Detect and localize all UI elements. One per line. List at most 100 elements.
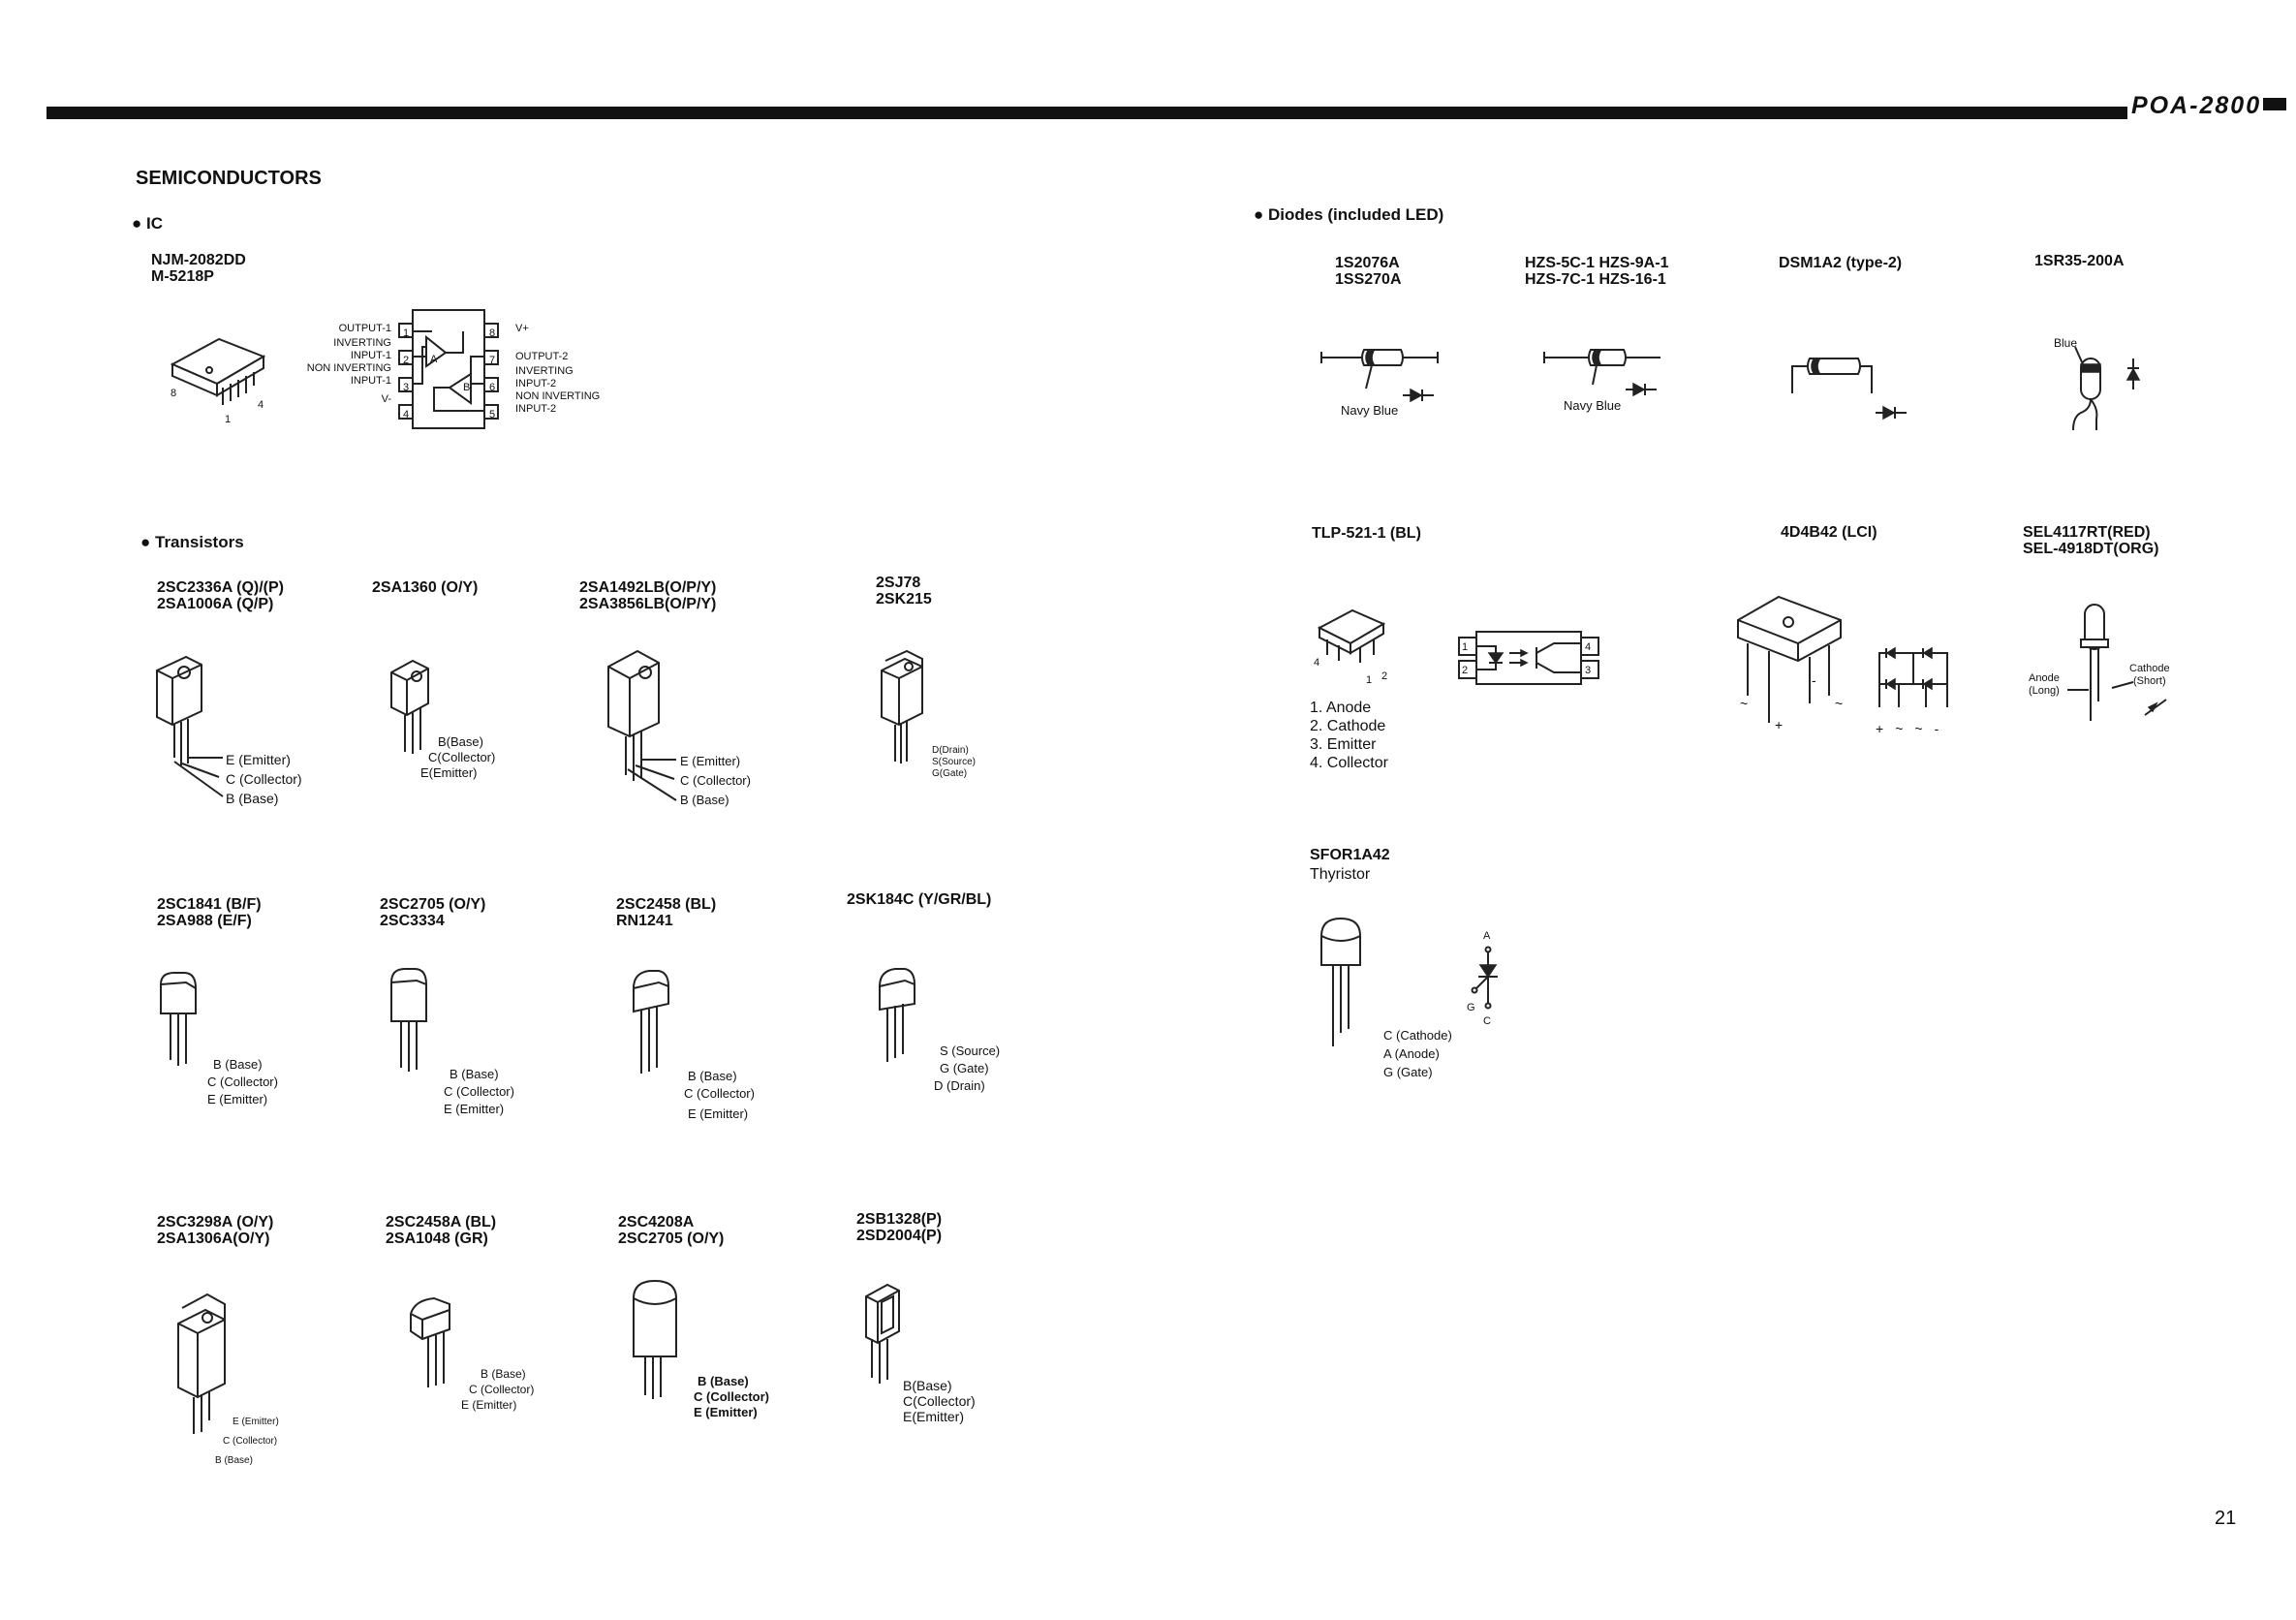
part-number: 2SC2336A (Q)/(P) <box>157 579 284 596</box>
part-number: SEL4117RT(RED) <box>2023 524 2151 541</box>
to92l-package-drawing <box>403 1294 490 1420</box>
diode-parts: DSM1A2 (type-2) <box>1779 255 1902 271</box>
diode-parts: 1S2076A 1SS270A <box>1335 255 1402 288</box>
to92-package-drawing <box>626 965 713 1097</box>
ic-pin8-label: 8 <box>171 388 177 399</box>
symbol-anode: A <box>1483 930 1491 942</box>
bridge-bottom-signs: +~~- <box>1876 721 1950 737</box>
part-number: 2SK215 <box>876 591 932 608</box>
transistor-parts: 2SC2458A (BL) 2SA1048 (GR) <box>386 1214 496 1247</box>
ic-pinout-diagram <box>376 308 521 432</box>
part-number: 2SD2004(P) <box>856 1228 943 1244</box>
page-title: SEMICONDUCTORS <box>136 168 322 189</box>
pin-label: B (Base) <box>226 791 279 806</box>
pin-labels: E (Emitter) C (Collector) B (Base) <box>680 752 751 810</box>
pkg-pin-label: 1 <box>1366 674 1373 686</box>
thyristor-type: Thyristor <box>1310 866 1371 883</box>
leader-lines <box>626 758 684 812</box>
led-label: (Short) <box>2132 675 2166 687</box>
pin-label: E (Emitter) <box>694 1405 758 1419</box>
model-number: POA-2800 <box>2131 92 2262 119</box>
bridge-schematic <box>1870 639 1957 717</box>
pin-label: C (Collector) <box>469 1383 535 1396</box>
part-number: 2SA1306A(O/Y) <box>157 1231 270 1247</box>
diode-band-color: Navy Blue <box>1564 398 1622 413</box>
ic-parts: NJM-2082DD M-5218P <box>151 252 246 285</box>
part-number: 1S2076A <box>1335 255 1400 271</box>
part-number: 2SK184C (Y/GR/BL) <box>847 891 992 908</box>
to92-package-drawing <box>384 963 471 1095</box>
pin-num-4: 4 <box>403 409 410 421</box>
box-pin: 2 <box>1462 665 1469 676</box>
amp-label-b: B <box>463 382 471 393</box>
dip4-package-drawing <box>1310 601 1407 678</box>
transistor-parts: 2SC2705 (O/Y) 2SC3334 <box>380 896 485 929</box>
pin-label: G(Gate) <box>932 768 968 779</box>
transistor-parts: 2SC2336A (Q)/(P) 2SA1006A (Q/P) <box>157 579 284 612</box>
part-number: HZS-7C-1 HZS-16-1 <box>1525 271 1666 288</box>
pin-labels: C (Cathode) A (Anode) G (Gate) <box>1366 1026 1452 1081</box>
ic-pin4-label: 4 <box>258 399 264 411</box>
pin-label: C (Collector) <box>694 1389 769 1404</box>
axial-diode-drawing <box>1540 344 1666 402</box>
axial-diode-drawing <box>1318 344 1443 402</box>
diode-symbol <box>1624 382 1659 397</box>
pin-label: C (Collector) <box>207 1075 278 1089</box>
part-number: 2SA988 (E/F) <box>157 913 252 929</box>
pin-labels: B (Base) C (Collector) E (Emitter) <box>694 1374 769 1420</box>
pin-label: E (Emitter) <box>461 1398 517 1412</box>
transistor-parts: 2SC3298A (O/Y) 2SA1306A(O/Y) <box>157 1214 273 1247</box>
ic-pinout-left-labels: OUTPUT-1 INVERTING INPUT-1 NON INVERTING… <box>307 323 391 406</box>
transistors-heading-text: Transistors <box>155 533 244 551</box>
pin-label: B (Base) <box>450 1067 499 1081</box>
ic-heading-text: IC <box>146 214 163 233</box>
transistor-parts: 2SC2458 (BL) RN1241 <box>616 896 716 929</box>
pin-label: B(Base) <box>438 734 483 749</box>
header-rule <box>47 107 2127 119</box>
pin-label: B (Base) <box>680 793 729 807</box>
vertical-diode-drawing <box>2060 329 2137 436</box>
led-label: Cathode <box>2129 663 2170 674</box>
pin-label: E(Emitter) <box>903 1409 964 1424</box>
pin-label: B(Base) <box>903 1378 952 1393</box>
to92-package-drawing <box>872 965 959 1097</box>
ic-package-drawing <box>163 327 279 415</box>
pin-label: B (Base) <box>213 1057 263 1072</box>
diode-symbol <box>1874 405 1908 421</box>
ic-pin1-label: 1 <box>225 414 232 425</box>
leader-lines <box>174 746 233 800</box>
bent-lead-diode-drawing <box>1788 341 1885 399</box>
amp-label-a: A <box>430 354 438 365</box>
to220-package-drawing <box>872 643 959 789</box>
pin-label: S(Source) <box>932 757 977 767</box>
transistor-parts: 2SC1841 (B/F) 2SA988 (E/F) <box>157 896 262 929</box>
ic-pinout-right-labels: V+ OUTPUT-2 INVERTING INPUT-2 NON INVERT… <box>515 323 600 416</box>
pin-label: G (Gate) <box>940 1061 989 1075</box>
transistor-parts: 2SA1492LB(O/P/Y) 2SA3856LB(O/P/Y) <box>579 579 716 612</box>
pin-label: C (Collector) <box>226 771 302 787</box>
part-number: RN1241 <box>616 913 673 929</box>
pin-label: E(Emitter) <box>420 765 478 780</box>
to220f-package-drawing <box>601 643 698 789</box>
pin-label: NON INVERTING <box>306 362 391 374</box>
part-number: 4D4B42 (LCI) <box>1781 524 1877 541</box>
pin-label: B (Base) <box>688 1069 737 1083</box>
part-number: 1SS270A <box>1335 271 1402 288</box>
to220-package-drawing <box>151 651 248 787</box>
bridge-sign: ~ <box>1740 696 1749 711</box>
pin-labels: B (Base) C (Collector) E (Emitter) <box>461 1366 534 1413</box>
pin-label: OUTPUT-1 <box>338 323 391 334</box>
bridge-bottom-sign: ~ <box>1895 721 1915 736</box>
pin-description: 1. Anode <box>1310 700 1372 716</box>
pin-labels: E (Emitter) C (Collector) B (Base) <box>215 1413 279 1471</box>
pin-label: INPUT-2 <box>515 403 557 415</box>
part-number: 2SA1048 (GR) <box>386 1231 488 1247</box>
pin-labels: B (Base) C (Collector) E (Emitter) <box>207 1056 278 1108</box>
led-symbol-icon <box>2143 694 2172 719</box>
pin-label: V- <box>381 393 391 405</box>
pin-label: B (Base) <box>698 1374 749 1388</box>
part-number: 2SA1360 (O/Y) <box>372 579 479 596</box>
pin-num-5: 5 <box>489 409 496 421</box>
pin-label: B (Base) <box>481 1367 526 1381</box>
part-number: 2SC2458 (BL) <box>616 896 717 913</box>
